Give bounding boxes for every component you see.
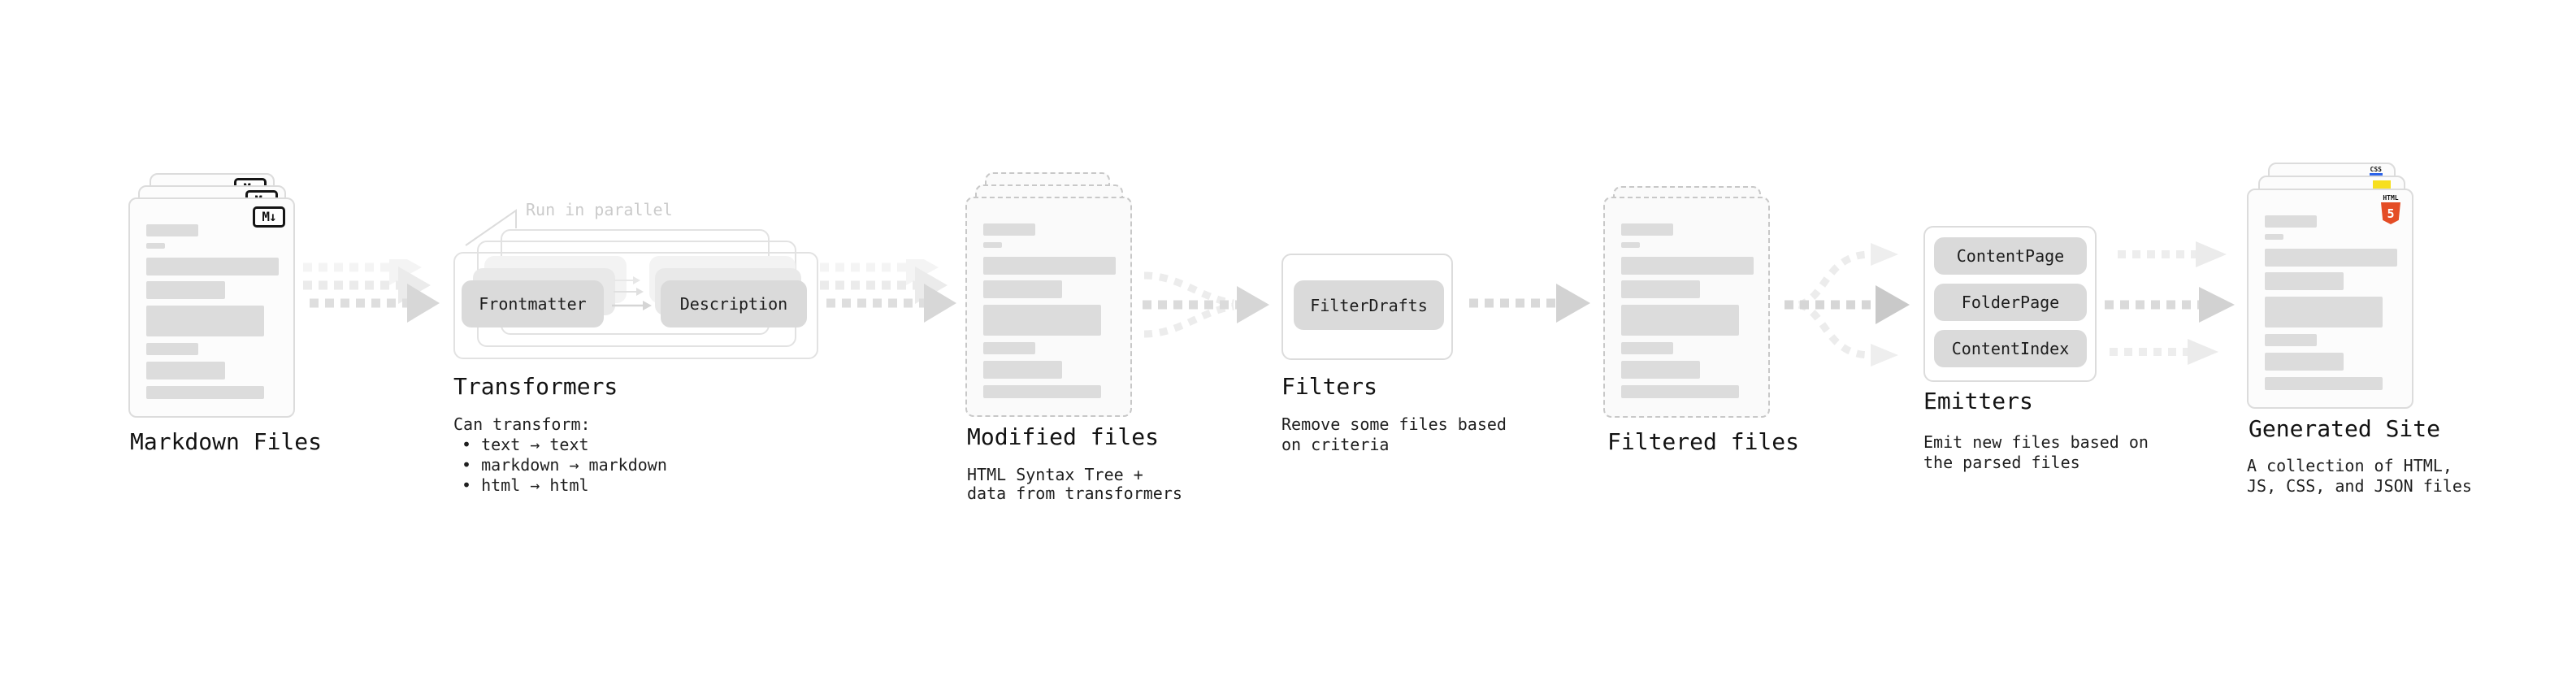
placeholder-line xyxy=(2265,353,2344,371)
placeholder-line xyxy=(1621,242,1640,248)
markdown-icon: M↓ xyxy=(253,206,285,228)
transformer-pill-description: Description xyxy=(661,280,807,327)
placeholder-line xyxy=(2265,297,2383,327)
placeholder-line xyxy=(146,243,165,249)
transformer-pill-frontmatter: Frontmatter xyxy=(462,280,604,327)
placeholder-line xyxy=(983,242,1002,248)
leader-line xyxy=(465,209,517,246)
modified-caption-line: HTML Syntax Tree + xyxy=(967,465,1143,484)
emitter-pill-folderpage: FolderPage xyxy=(1934,284,2087,321)
placeholder-line xyxy=(1621,361,1700,379)
flow-arrow-icon xyxy=(2118,241,2227,267)
placeholder-line xyxy=(2265,272,2344,290)
js-icon xyxy=(2373,180,2391,189)
flow-arrow-icon xyxy=(820,259,956,323)
stage-title-emitters: Emitters xyxy=(1923,388,2033,414)
flow-arrow-icon xyxy=(303,259,440,323)
placeholder-line xyxy=(2265,234,2283,240)
placeholder-line xyxy=(983,361,1062,379)
modified-caption-line: data from transformers xyxy=(967,484,1182,503)
placeholder-line xyxy=(146,306,264,336)
placeholder-line xyxy=(2265,377,2383,390)
transformers-bullet: • text → text xyxy=(462,435,589,454)
placeholder-line xyxy=(146,224,198,236)
stage-title-modified-files: Modified files xyxy=(967,423,1160,450)
filters-caption-line: Remove some files based xyxy=(1281,414,1507,434)
generated-caption-line: A collection of HTML, xyxy=(2247,456,2452,475)
emitters-caption-line: Emit new files based on xyxy=(1923,432,2149,452)
emitters-caption-line: the parsed files xyxy=(1923,453,2080,472)
filter-pill-filterdrafts: FilterDrafts xyxy=(1294,280,1444,330)
placeholder-line xyxy=(983,305,1101,336)
css-icon: CSS xyxy=(2369,166,2383,176)
filtered-file-card xyxy=(1603,197,1770,418)
stage-title-filters: Filters xyxy=(1281,373,1378,400)
placeholder-line xyxy=(2265,334,2317,346)
generated-file-card: HTML 5 xyxy=(2247,189,2413,409)
flow-arrow-icon xyxy=(2105,287,2235,323)
stage-title-transformers: Transformers xyxy=(453,373,618,400)
placeholder-line xyxy=(1621,257,1754,275)
placeholder-line xyxy=(1621,223,1673,236)
emitter-pill-contentindex: ContentIndex xyxy=(1934,330,2087,367)
placeholder-line xyxy=(983,257,1116,275)
placeholder-line xyxy=(2265,215,2317,228)
filters-caption-line: on criteria xyxy=(1281,435,1390,454)
placeholder-line xyxy=(1621,385,1739,398)
transformers-caption-heading: Can transform: xyxy=(453,414,591,434)
stage-title-filtered-files: Filtered files xyxy=(1607,428,1800,455)
merge-arrow-icon xyxy=(1143,271,1269,338)
placeholder-line xyxy=(1621,305,1739,336)
placeholder-line xyxy=(146,386,264,399)
split-arrow-icon xyxy=(1785,243,1910,367)
placeholder-line xyxy=(983,385,1101,398)
flow-arrow-icon xyxy=(2110,339,2218,365)
flow-arrow-icon xyxy=(1469,284,1590,323)
parallel-arrows-icon xyxy=(612,276,652,310)
placeholder-line xyxy=(983,280,1062,298)
placeholder-line xyxy=(146,258,279,275)
markdown-file-card: M↓ xyxy=(128,197,295,418)
placeholder-line xyxy=(1621,280,1700,298)
modified-file-card xyxy=(965,197,1132,417)
transformer-frame-front xyxy=(453,252,818,359)
placeholder-line xyxy=(983,223,1035,236)
generated-caption-line: JS, CSS, and JSON files xyxy=(2247,476,2472,496)
transformers-bullet: • markdown → markdown xyxy=(462,455,667,475)
emitter-pill-contentpage: ContentPage xyxy=(1934,237,2087,275)
html5-icon: HTML 5 xyxy=(2380,194,2401,224)
stage-title-markdown-files: Markdown Files xyxy=(130,428,323,455)
placeholder-line xyxy=(146,343,198,355)
placeholder-line xyxy=(2265,249,2397,267)
run-in-parallel-note: Run in parallel xyxy=(526,200,673,219)
placeholder-line xyxy=(983,342,1035,354)
placeholder-line xyxy=(146,281,225,299)
transformers-bullet: • html → html xyxy=(462,475,589,495)
stage-title-generated-site: Generated Site xyxy=(2249,415,2441,442)
placeholder-line xyxy=(1621,342,1673,354)
placeholder-line xyxy=(146,362,225,380)
